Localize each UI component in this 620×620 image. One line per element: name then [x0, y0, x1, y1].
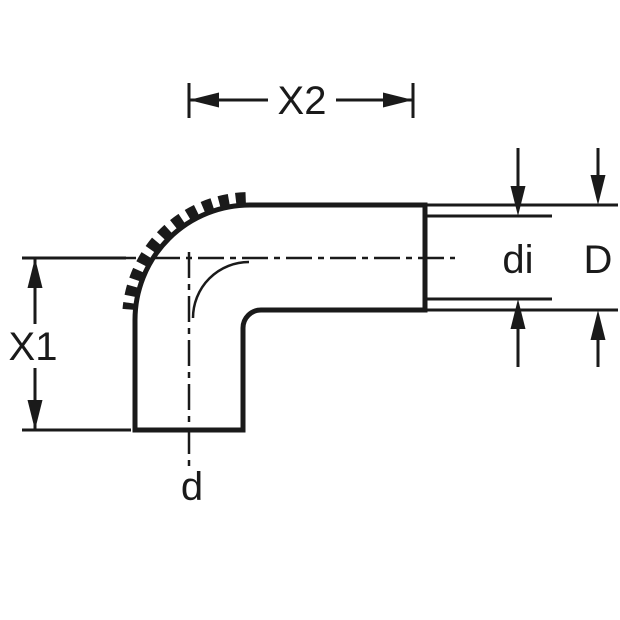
dimension-x2: X2	[187, 76, 415, 123]
x2-label: X2	[278, 79, 327, 123]
elbow-inner-bore-line	[191, 260, 250, 319]
x2-label-background	[268, 76, 336, 122]
dimension-x1: X1	[6, 256, 131, 432]
d-outer-label: D	[584, 238, 613, 282]
x1-label-background	[6, 324, 62, 368]
di-arrowhead-top	[510, 186, 526, 216]
d-outer-arrowhead-top	[590, 175, 606, 205]
x2-arrowhead-left	[189, 92, 219, 108]
dimension-diameters: di D	[425, 148, 618, 367]
elbow-fitting-outline	[132, 202, 428, 433]
elbow-ribbed-surface	[122, 192, 246, 310]
x1-arrowhead-top	[27, 258, 43, 288]
elbow-fitting	[122, 192, 428, 433]
x2-arrowhead-right	[383, 92, 413, 108]
x1-arrowhead-bottom	[27, 400, 43, 430]
di-label: di	[502, 238, 533, 282]
di-arrowhead-bottom	[510, 299, 526, 329]
d-spigot-label: d	[181, 465, 203, 509]
d-outer-arrowhead-bottom	[590, 310, 606, 340]
x1-label: X1	[9, 325, 58, 369]
